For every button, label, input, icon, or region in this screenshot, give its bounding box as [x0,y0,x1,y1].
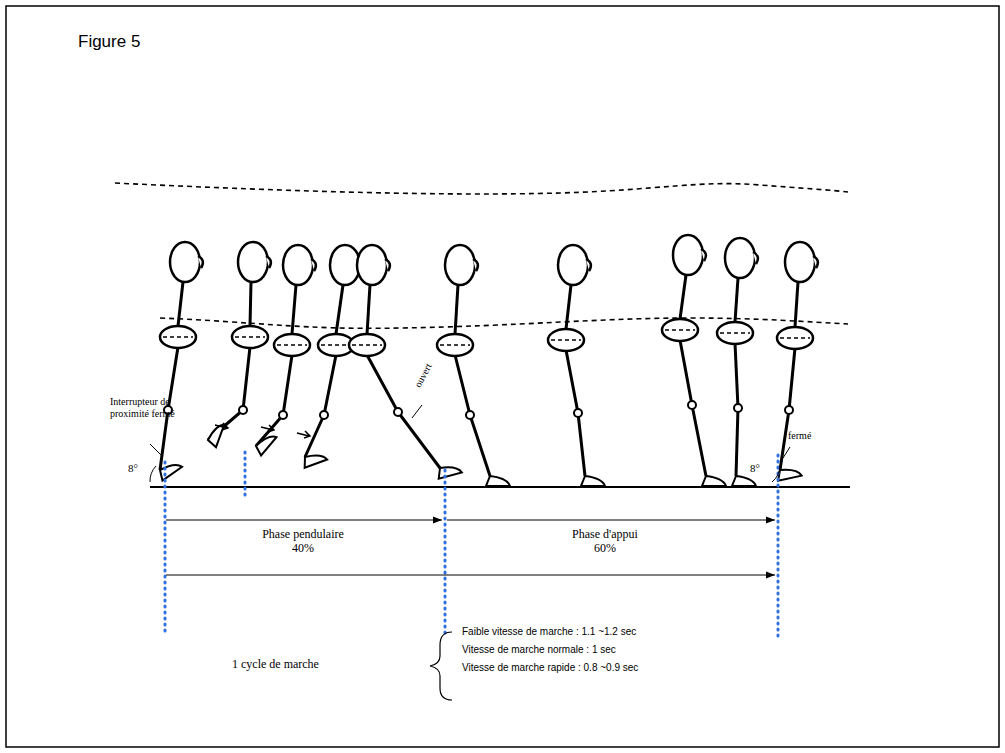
speed-note: Vitesse de marche normale : 1 sec [462,644,762,656]
frame-border [6,6,999,747]
walker-figure [548,245,605,486]
head-trajectory [115,183,848,194]
walker-figure [207,242,271,447]
walker-figures [157,235,818,486]
speed-note: Faible vitesse de marche : 1.1 ~1.2 sec [462,626,762,638]
cycle-label: 1 cycle de marche [232,657,392,671]
walker-figure [301,245,363,468]
walker-figure [157,242,203,480]
phase-label: Phase pendulaire 40% [253,527,353,556]
walker-figure [253,245,315,455]
brace [430,632,452,700]
walker-figure [776,242,818,481]
walker-figure [662,235,726,486]
angle-label: 8° [128,462,158,475]
state-label: fermé [788,430,828,442]
figure-title: Figure 5 [78,32,140,52]
walker-figure [349,245,462,479]
speed-note: Vitesse de marche rapide : 0.8 ~0.9 sec [462,662,762,674]
leader-lines [150,405,790,482]
angle-label: 8° [750,462,780,475]
switch-label: Interrupteur de proximité fermé [110,396,182,420]
phase-arrows [166,520,775,575]
walker-figure [717,238,758,486]
state-label: ouvert [412,340,446,390]
phase-markers [165,452,778,636]
phase-label: Phase d'appui 60% [572,527,638,556]
walker-figure [437,245,510,486]
